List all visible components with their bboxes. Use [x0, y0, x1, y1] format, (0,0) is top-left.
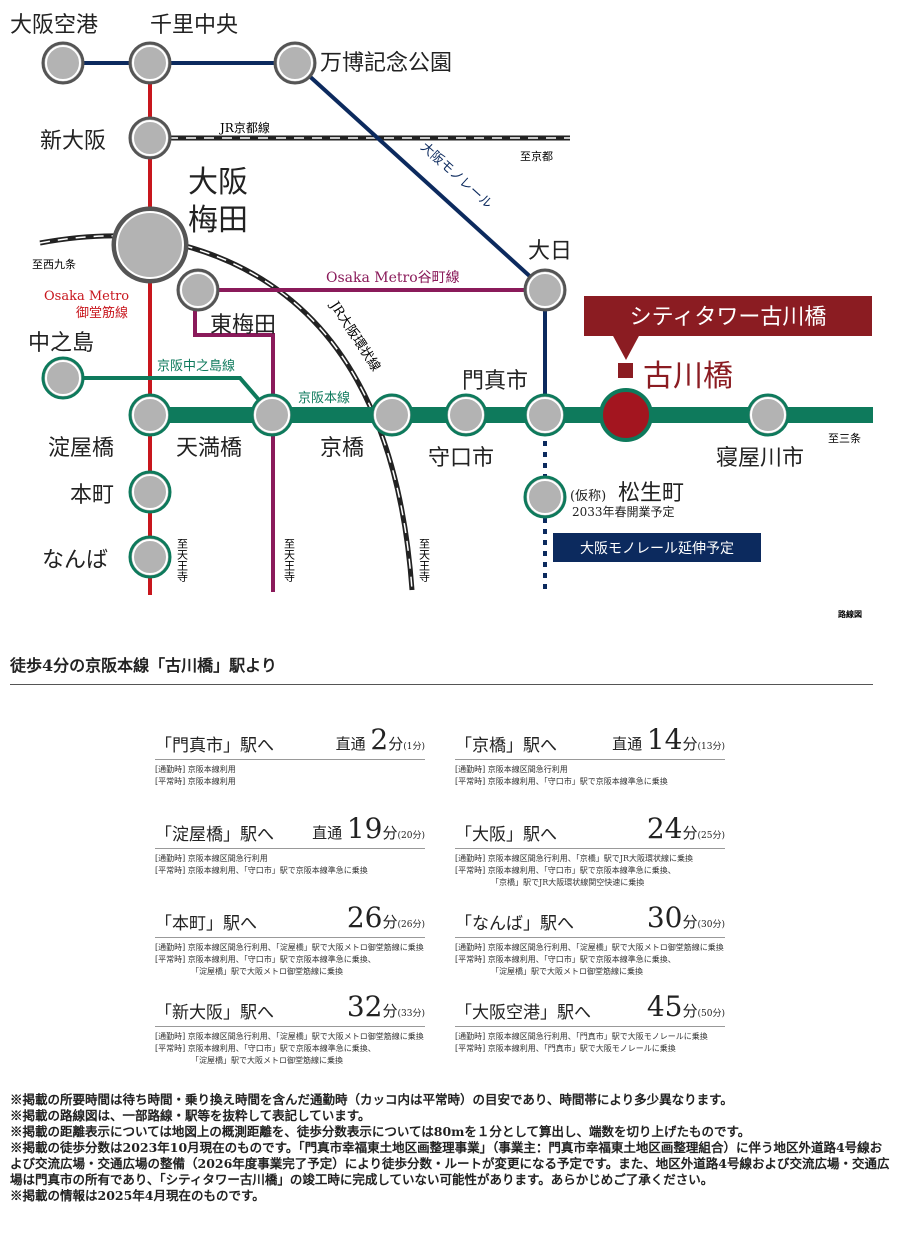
station-label: 万博記念公園 [320, 51, 452, 76]
route-notes: [通勤時] 京阪本線区間急行利用[平常時] 京阪本線利用、「守口市」駅で京阪本線… [155, 854, 368, 875]
direction-label: 至天王寺 [283, 538, 296, 582]
route-destination: 「新大阪」駅へ [155, 1003, 274, 1023]
route-card: 「門真市」駅へ 直通 2分(1分) [通勤時] 京阪本線利用[平常時] 京阪本線… [155, 722, 425, 788]
route-destination: 「大阪空港」駅へ [455, 1003, 591, 1023]
divider [10, 684, 873, 685]
station-label: 大阪空港 [10, 13, 98, 38]
station-label: 天満橋 [176, 436, 242, 461]
line-label: 京阪中之島線 [157, 358, 235, 374]
route-destination: 「門真市」駅へ [155, 736, 274, 756]
route-notes: [通勤時] 京阪本線利用[平常時] 京阪本線利用 [155, 765, 236, 786]
station-label: 大阪 [188, 165, 248, 200]
station-label: 梅田 [188, 203, 248, 238]
direction-label: 至京都 [520, 149, 553, 163]
route-destination: 「淀屋橋」駅へ [155, 825, 274, 845]
route-card: 「大阪空港」駅へ 45分(50分) [通勤時] 京阪本線区間急行利用、「門真市」… [455, 989, 725, 1055]
station-label: 東梅田 [210, 313, 276, 338]
station-label: 守口市 [428, 446, 494, 471]
route-card: 「淀屋橋」駅へ 直通 19分(20分) [通勤時] 京阪本線区間急行利用[平常時… [155, 811, 425, 877]
direction-label: 至西九条 [32, 257, 76, 271]
route-time: 直通 14分(13分) [612, 723, 725, 756]
svg-text:大阪モノレール延伸予定: 大阪モノレール延伸予定 [580, 541, 734, 557]
route-time: 24分(25分) [646, 812, 725, 845]
route-destination: 「なんば」駅へ [455, 914, 574, 934]
route-card: 「本町」駅へ 26分(26分) [通勤時] 京阪本線区間急行利用、「淀屋橋」駅で… [155, 900, 425, 978]
route-destination: 「大阪」駅へ [455, 825, 557, 845]
route-time: 45分(50分) [646, 990, 725, 1023]
route-notes: [通勤時] 京阪本線区間急行利用、「門真市」駅で大阪モノレールに乗換[平常時] … [455, 1032, 708, 1053]
route-destination: 「本町」駅へ [155, 914, 257, 934]
route-notes: [通勤時] 京阪本線区間急行利用、「淀屋橋」駅で大阪メトロ御堂筋線に乗換[平常時… [455, 943, 724, 976]
station-label: 淀屋橋 [48, 436, 114, 461]
line-label: JR大阪環状線 [326, 297, 384, 374]
station-furukawabashi [599, 388, 653, 442]
footnote: ※掲載の所要時間は待ち時間・乗り換え時間を含んだ通勤時（カッコ内は平常時）の目安… [10, 1092, 733, 1107]
route-notes: [通勤時] 京阪本線区間急行利用、「京橋」駅でJR大阪環状線に乗換[平常時] 京… [455, 854, 694, 887]
route-notes: [通勤時] 京阪本線区間急行利用、「淀屋橋」駅で大阪メトロ御堂筋線に乗換[平常時… [155, 943, 424, 976]
monorail-line [63, 61, 547, 415]
property-callout [584, 296, 872, 336]
direction-label: 至天王寺 [418, 538, 431, 582]
route-time: 32分(33分) [346, 990, 425, 1023]
line-label: 大阪モノレール [417, 140, 495, 212]
line-label: Osaka Metro [44, 289, 129, 304]
monorail-extension-badge [553, 533, 761, 562]
line-label: Osaka Metro谷町線 [326, 270, 460, 286]
section-heading: 徒歩4分の京阪本線「古川橋」駅より [10, 656, 277, 675]
footnote: ※掲載の距離表示については地図上の概測距離を、徒歩分数表示については80mを１分… [10, 1124, 751, 1139]
footnotes: ※掲載の所要時間は待ち時間・乗り換え時間を含んだ通勤時（カッコ内は平常時）の目安… [10, 1092, 890, 1204]
route-map: 大阪空港 千里中央 万博記念公園 新大阪 大阪 梅田 東梅田 大日 中之島 淀屋… [10, 13, 873, 619]
station-label-property: 古川橋 [643, 359, 733, 394]
station-label: 京橋 [320, 436, 364, 461]
route-notes: [通勤時] 京阪本線区間急行利用[平常時] 京阪本線利用、「守口市」駅で京阪本線… [455, 765, 668, 786]
station-label: (仮称) [570, 489, 606, 504]
station-label: 門真市 [462, 369, 528, 394]
direction-label: 至天王寺 [176, 538, 189, 582]
direction-label: 至三条 [828, 431, 861, 445]
station-label: 松生町 [618, 481, 684, 506]
map-caption: 路線図 [838, 609, 862, 619]
station-label: 千里中央 [150, 13, 238, 38]
station-label: 本町 [70, 483, 114, 508]
footnote: ※掲載の情報は2025年4月現在のものです。 [10, 1188, 265, 1203]
route-destination: 「京橋」駅へ [455, 736, 557, 756]
route-time: 26分(26分) [346, 901, 425, 934]
footnote: ※掲載の徒歩分数は2023年10月現在のものです。「門真市幸福東土地区画整理事業… [10, 1140, 890, 1187]
station-label: 新大阪 [40, 129, 106, 154]
route-time: 直通 19分(20分) [312, 812, 425, 845]
route-card: 「新大阪」駅へ 32分(33分) [通勤時] 京阪本線区間急行利用、「淀屋橋」駅… [155, 989, 425, 1067]
route-card: 「なんば」駅へ 30分(30分) [通勤時] 京阪本線区間急行利用、「淀屋橋」駅… [455, 900, 725, 978]
line-label: JR京都線 [218, 120, 270, 135]
route-card: 「大阪」駅へ 24分(25分) [通勤時] 京阪本線区間急行利用、「京橋」駅でJ… [455, 811, 725, 889]
station-label: 寝屋川市 [716, 446, 804, 471]
line-label: 御堂筋線 [76, 305, 128, 321]
station-label: 大日 [528, 239, 572, 264]
station-label: 中之島 [28, 331, 94, 356]
route-notes: [通勤時] 京阪本線区間急行利用、「淀屋橋」駅で大阪メトロ御堂筋線に乗換[平常時… [155, 1032, 424, 1065]
footnote: ※掲載の路線図は、一部路線・駅等を抜粋して表記しています。 [10, 1108, 371, 1123]
property-name: シティタワー古川橋 [630, 305, 827, 330]
station-label: なんば [42, 548, 108, 573]
route-time: 30分(30分) [646, 901, 725, 934]
route-card: 「京橋」駅へ 直通 14分(13分) [通勤時] 京阪本線区間急行利用[平常時]… [455, 722, 725, 788]
station-note: 2033年春開業予定 [572, 504, 675, 519]
line-label: 京阪本線 [298, 390, 350, 406]
route-time: 直通 2分(1分) [335, 723, 425, 756]
